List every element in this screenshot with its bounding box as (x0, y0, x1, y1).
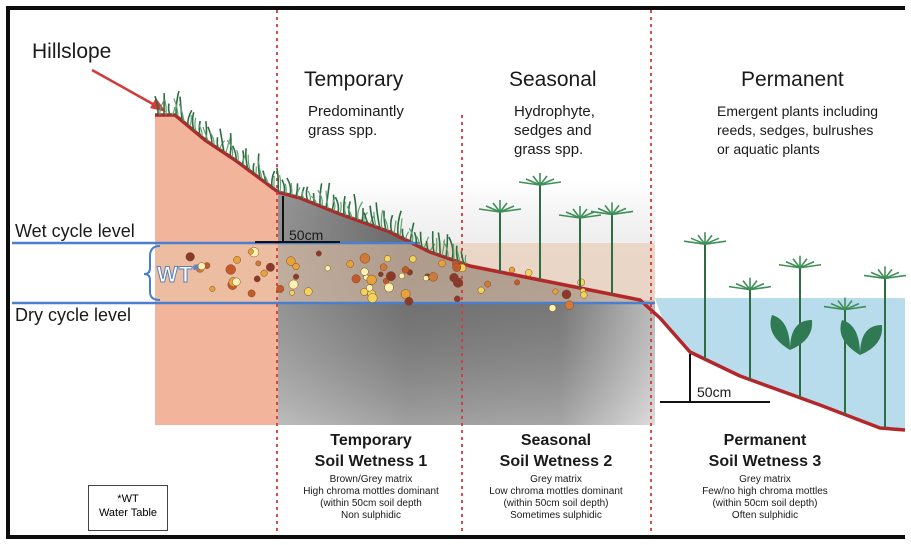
mottle (186, 252, 195, 261)
mottle (386, 272, 395, 281)
hillslope-arrow (92, 70, 160, 108)
grass-blade (248, 155, 250, 170)
mottle (578, 279, 585, 286)
mottle (293, 274, 299, 280)
zone-title-seasonal: Seasonal (509, 68, 597, 92)
water-table-marker: WT* (157, 262, 199, 288)
mottle (429, 273, 438, 282)
zone-vegetation-seasonal: Hydrophyte, sedges and grass spp. (514, 102, 595, 159)
grass-blade (190, 115, 191, 126)
zone-title-temporary: Temporary (304, 68, 403, 92)
mottle (248, 249, 253, 254)
mottle (293, 263, 300, 270)
mottle (266, 263, 274, 271)
zone-vegetation-permanent: Emergent plants including reeds, sedges,… (717, 102, 878, 159)
soil-details-seasonal: Grey matrix Low chroma mottles dominant … (465, 474, 647, 522)
mottle (423, 276, 428, 281)
dry-cycle-label: Dry cycle level (15, 305, 131, 326)
grass-blade (217, 137, 218, 148)
mottle (277, 285, 284, 292)
mottle (405, 297, 413, 305)
mottle (234, 256, 241, 263)
mottle (565, 301, 574, 310)
water-table-marker-text: WT (157, 262, 193, 287)
depth-label-lower: 50cm (697, 383, 731, 402)
hillslope-label: Hillslope (32, 40, 111, 64)
water-table-legend: *WT Water Table (88, 485, 168, 531)
mottle (402, 266, 409, 273)
wet-cycle-label: Wet cycle level (15, 221, 135, 242)
mottle (562, 290, 571, 299)
mottle (254, 276, 260, 282)
mottle (485, 281, 491, 287)
soil-heading-permanent: Permanent Soil Wetness 3 (675, 430, 855, 472)
mottle (368, 293, 377, 302)
legend-line-1: *WT (89, 492, 167, 506)
grass-blade (465, 255, 466, 264)
legend-line-2: Water Table (89, 506, 167, 520)
mottle (367, 275, 377, 285)
mottle (256, 261, 261, 266)
grass-blade (165, 100, 166, 115)
mottle (514, 280, 519, 285)
soil-details-temporary: Brown/Grey matrix High chroma mottles do… (281, 474, 461, 522)
soil-details-permanent: Grey matrix Few/no high chroma mottles (… (670, 474, 860, 522)
mottle (553, 289, 558, 294)
mottle (352, 275, 360, 283)
mottle (261, 270, 268, 277)
mottle (453, 263, 461, 271)
grass-blade (195, 118, 196, 131)
mottle (210, 286, 215, 291)
soil-heading-temporary: Temporary Soil Wetness 1 (286, 430, 456, 472)
grass-blade (169, 104, 170, 115)
mottle (226, 265, 236, 275)
mottle (384, 256, 390, 262)
mottle (289, 280, 298, 289)
grass-blade (253, 163, 254, 174)
mottle (198, 263, 205, 270)
mottle (385, 283, 394, 292)
mottle (525, 269, 532, 276)
mottle (410, 256, 417, 263)
mottle (399, 273, 405, 279)
zone-vegetation-temporary: Predominantly grass spp. (308, 102, 404, 140)
water-table-marker-sup: * (193, 263, 199, 277)
mottle (316, 251, 321, 256)
grass-blade (193, 112, 194, 131)
mottle (454, 296, 460, 302)
mottle (232, 278, 240, 286)
grass-blade (453, 244, 454, 260)
mottle (347, 261, 354, 268)
standing-water (655, 298, 905, 430)
mottle (304, 288, 312, 296)
mottle (248, 290, 255, 297)
mottle (509, 267, 515, 273)
mottle (378, 272, 383, 277)
soil-heading-seasonal: Seasonal Soil Wetness 2 (468, 430, 644, 472)
depth-label-upper: 50cm (289, 226, 323, 245)
mottle (549, 305, 556, 312)
mottle (325, 266, 330, 271)
mottle (380, 264, 387, 271)
grass-blade (237, 150, 239, 161)
mottle (290, 290, 295, 295)
mottle (366, 285, 373, 292)
mottle (478, 287, 484, 293)
mottle (361, 268, 369, 276)
mottle (450, 273, 459, 282)
zone-title-permanent: Permanent (741, 68, 844, 92)
mottle (439, 260, 446, 267)
mottle (360, 254, 370, 264)
mottle (581, 292, 588, 299)
